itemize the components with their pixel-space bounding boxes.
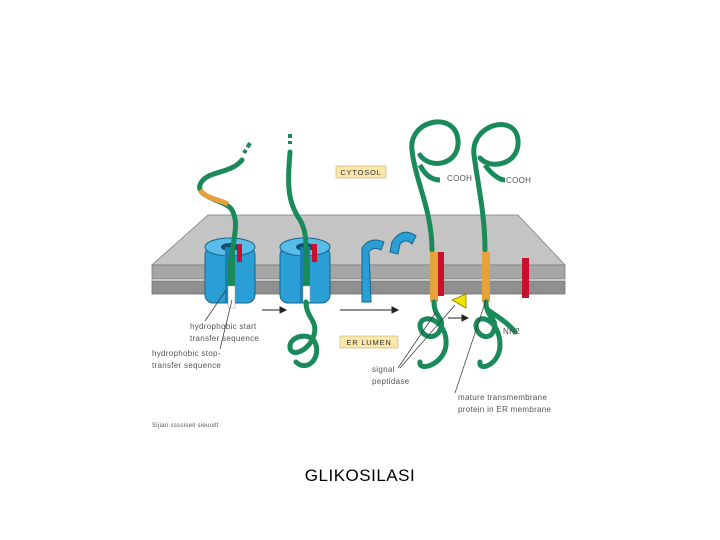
polypeptide-chain-1 xyxy=(197,141,252,309)
polypeptide-chain-3 xyxy=(409,119,461,369)
mature-protein-label-2: protein in ER membrane xyxy=(458,405,552,414)
slide-caption: GLIKOSILASI xyxy=(304,466,416,485)
er-lumen-label: ER LUMEN xyxy=(339,335,399,349)
cytosol-label: CYTOSOL xyxy=(335,165,387,179)
cooh-label-right: COOH xyxy=(506,176,531,185)
start-transfer-label-1: hydrophobic start xyxy=(190,322,257,331)
translocon-3-open xyxy=(361,231,417,303)
polypeptide-chain-2 xyxy=(286,134,320,369)
start-transfer-label-2: transfer sequence xyxy=(190,334,259,343)
flow-arrows xyxy=(262,306,470,322)
stop-transfer-label-2: transfer sequence xyxy=(152,361,221,370)
signal-peptidase-label-1: signal xyxy=(372,365,395,374)
signal-peptidase-icon xyxy=(451,293,467,309)
figure-credit: Sijian ssssiseil sieuuitt xyxy=(152,423,219,429)
polypeptide-chain-4 xyxy=(471,122,521,369)
leader-lines xyxy=(204,289,487,394)
signal-peptidase-label-2: peptidase xyxy=(372,377,410,386)
nh2-label: NH2 xyxy=(503,327,520,336)
stop-transfer-segment xyxy=(522,258,529,298)
cooh-label-left: COOH xyxy=(447,174,472,183)
svg-text:CYTOSOL: CYTOSOL xyxy=(340,168,381,177)
mature-protein-label-1: mature transmembrane xyxy=(458,393,547,402)
stop-transfer-label-1: hydrophobic stop- xyxy=(152,349,221,358)
svg-text:ER LUMEN: ER LUMEN xyxy=(346,338,391,347)
